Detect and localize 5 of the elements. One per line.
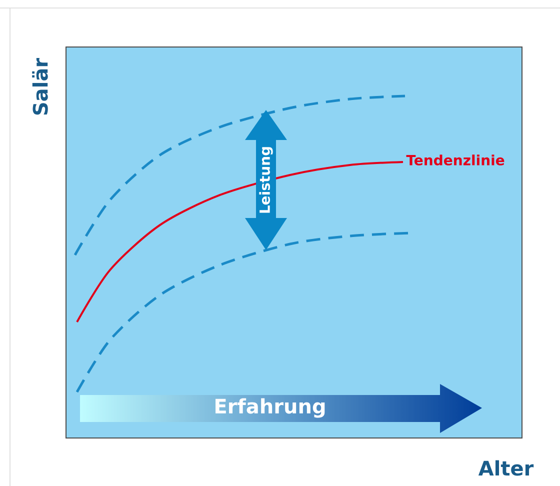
axis-label: Salär: [32, 58, 48, 115]
curve-label: Tendenzlinie: [406, 154, 504, 166]
arrow-label: Leistung: [259, 147, 273, 213]
axis-label: Alter: [478, 460, 534, 476]
arrow-label: Erfahrung: [216, 398, 325, 418]
